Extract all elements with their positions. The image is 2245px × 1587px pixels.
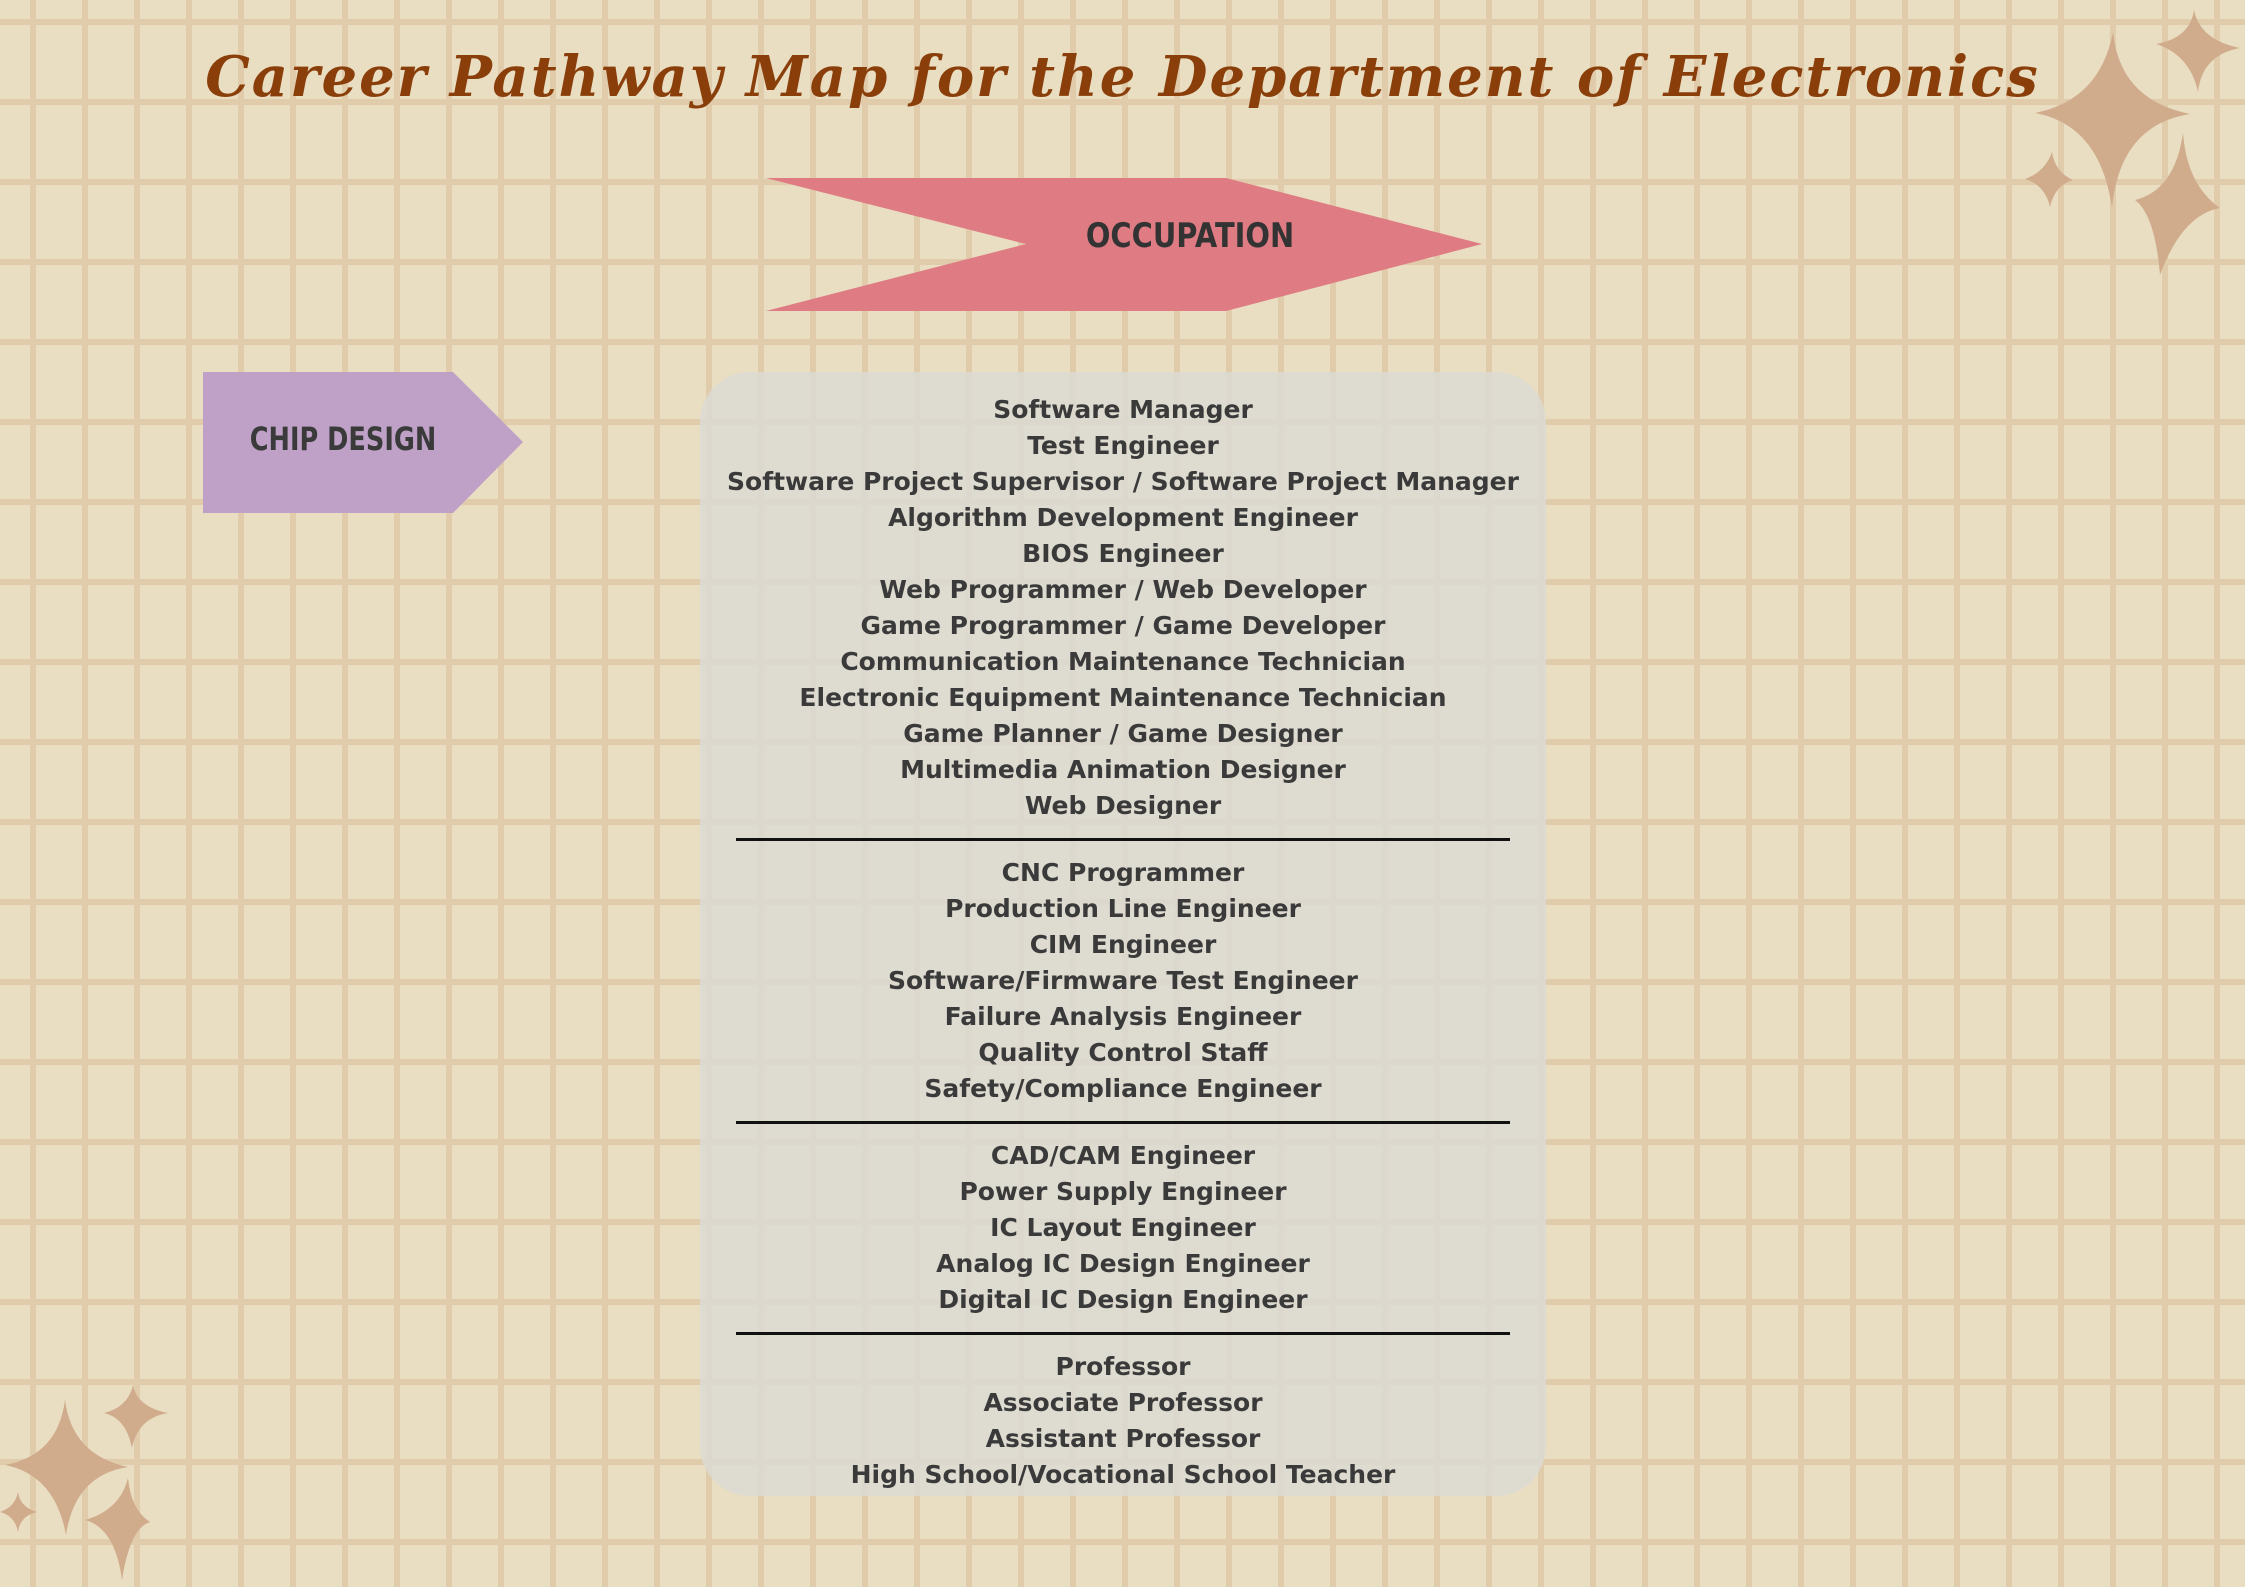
occupation-item: Software/Firmware Test Engineer — [888, 966, 1358, 995]
occupation-banner-shape — [766, 178, 1482, 311]
occupation-item: Assistant Professor — [985, 1424, 1261, 1453]
occupation-item: Software Manager — [993, 395, 1253, 424]
occupation-item: Test Engineer — [1027, 431, 1219, 460]
occupation-item: Digital IC Design Engineer — [938, 1285, 1308, 1314]
occupation-item: CAD/CAM Engineer — [990, 1141, 1256, 1170]
occupation-item: Game Programmer / Game Developer — [860, 611, 1386, 640]
occupation-item: Electronic Equipment Maintenance Technic… — [799, 683, 1447, 712]
page-title: Career Pathway Map for the Department of… — [205, 44, 2040, 110]
occupation-item: Web Designer — [1024, 791, 1222, 820]
occupation-item: Game Planner / Game Designer — [903, 719, 1343, 748]
occupation-item: Web Programmer / Web Developer — [879, 575, 1367, 604]
occupation-item: Quality Control Staff — [978, 1038, 1268, 1067]
sparkle-icon — [2025, 10, 2240, 275]
chip-design-tag-shape — [203, 372, 523, 513]
occupation-item: CIM Engineer — [1029, 930, 1217, 959]
chip-design-label: CHIP DESIGN — [249, 420, 437, 458]
divider — [736, 1121, 1510, 1124]
sparkle-icon — [0, 1385, 168, 1580]
occupation-item: Analog IC Design Engineer — [936, 1249, 1310, 1278]
occupation-item: CNC Programmer — [1001, 858, 1245, 887]
divider — [736, 1332, 1510, 1335]
occupation-item: Failure Analysis Engineer — [944, 1002, 1302, 1031]
occupation-item: IC Layout Engineer — [990, 1213, 1256, 1242]
occupation-item: Professor — [1055, 1352, 1191, 1381]
occupation-item: High School/Vocational School Teacher — [850, 1460, 1396, 1489]
occupation-item: Safety/Compliance Engineer — [924, 1074, 1322, 1103]
occupation-banner-label: OCCUPATION — [1085, 216, 1295, 256]
occupation-item: BIOS Engineer — [1022, 539, 1224, 568]
occupation-item: Power Supply Engineer — [959, 1177, 1287, 1206]
divider — [736, 838, 1510, 841]
occupation-item: Algorithm Development Engineer — [888, 503, 1358, 532]
occupation-item: Communication Maintenance Technician — [840, 647, 1406, 676]
occupation-item: Software Project Supervisor / Software P… — [727, 467, 1519, 496]
occupation-item: Production Line Engineer — [945, 894, 1301, 923]
occupation-item: Multimedia Animation Designer — [900, 755, 1346, 784]
occupation-item: Associate Professor — [983, 1388, 1263, 1417]
